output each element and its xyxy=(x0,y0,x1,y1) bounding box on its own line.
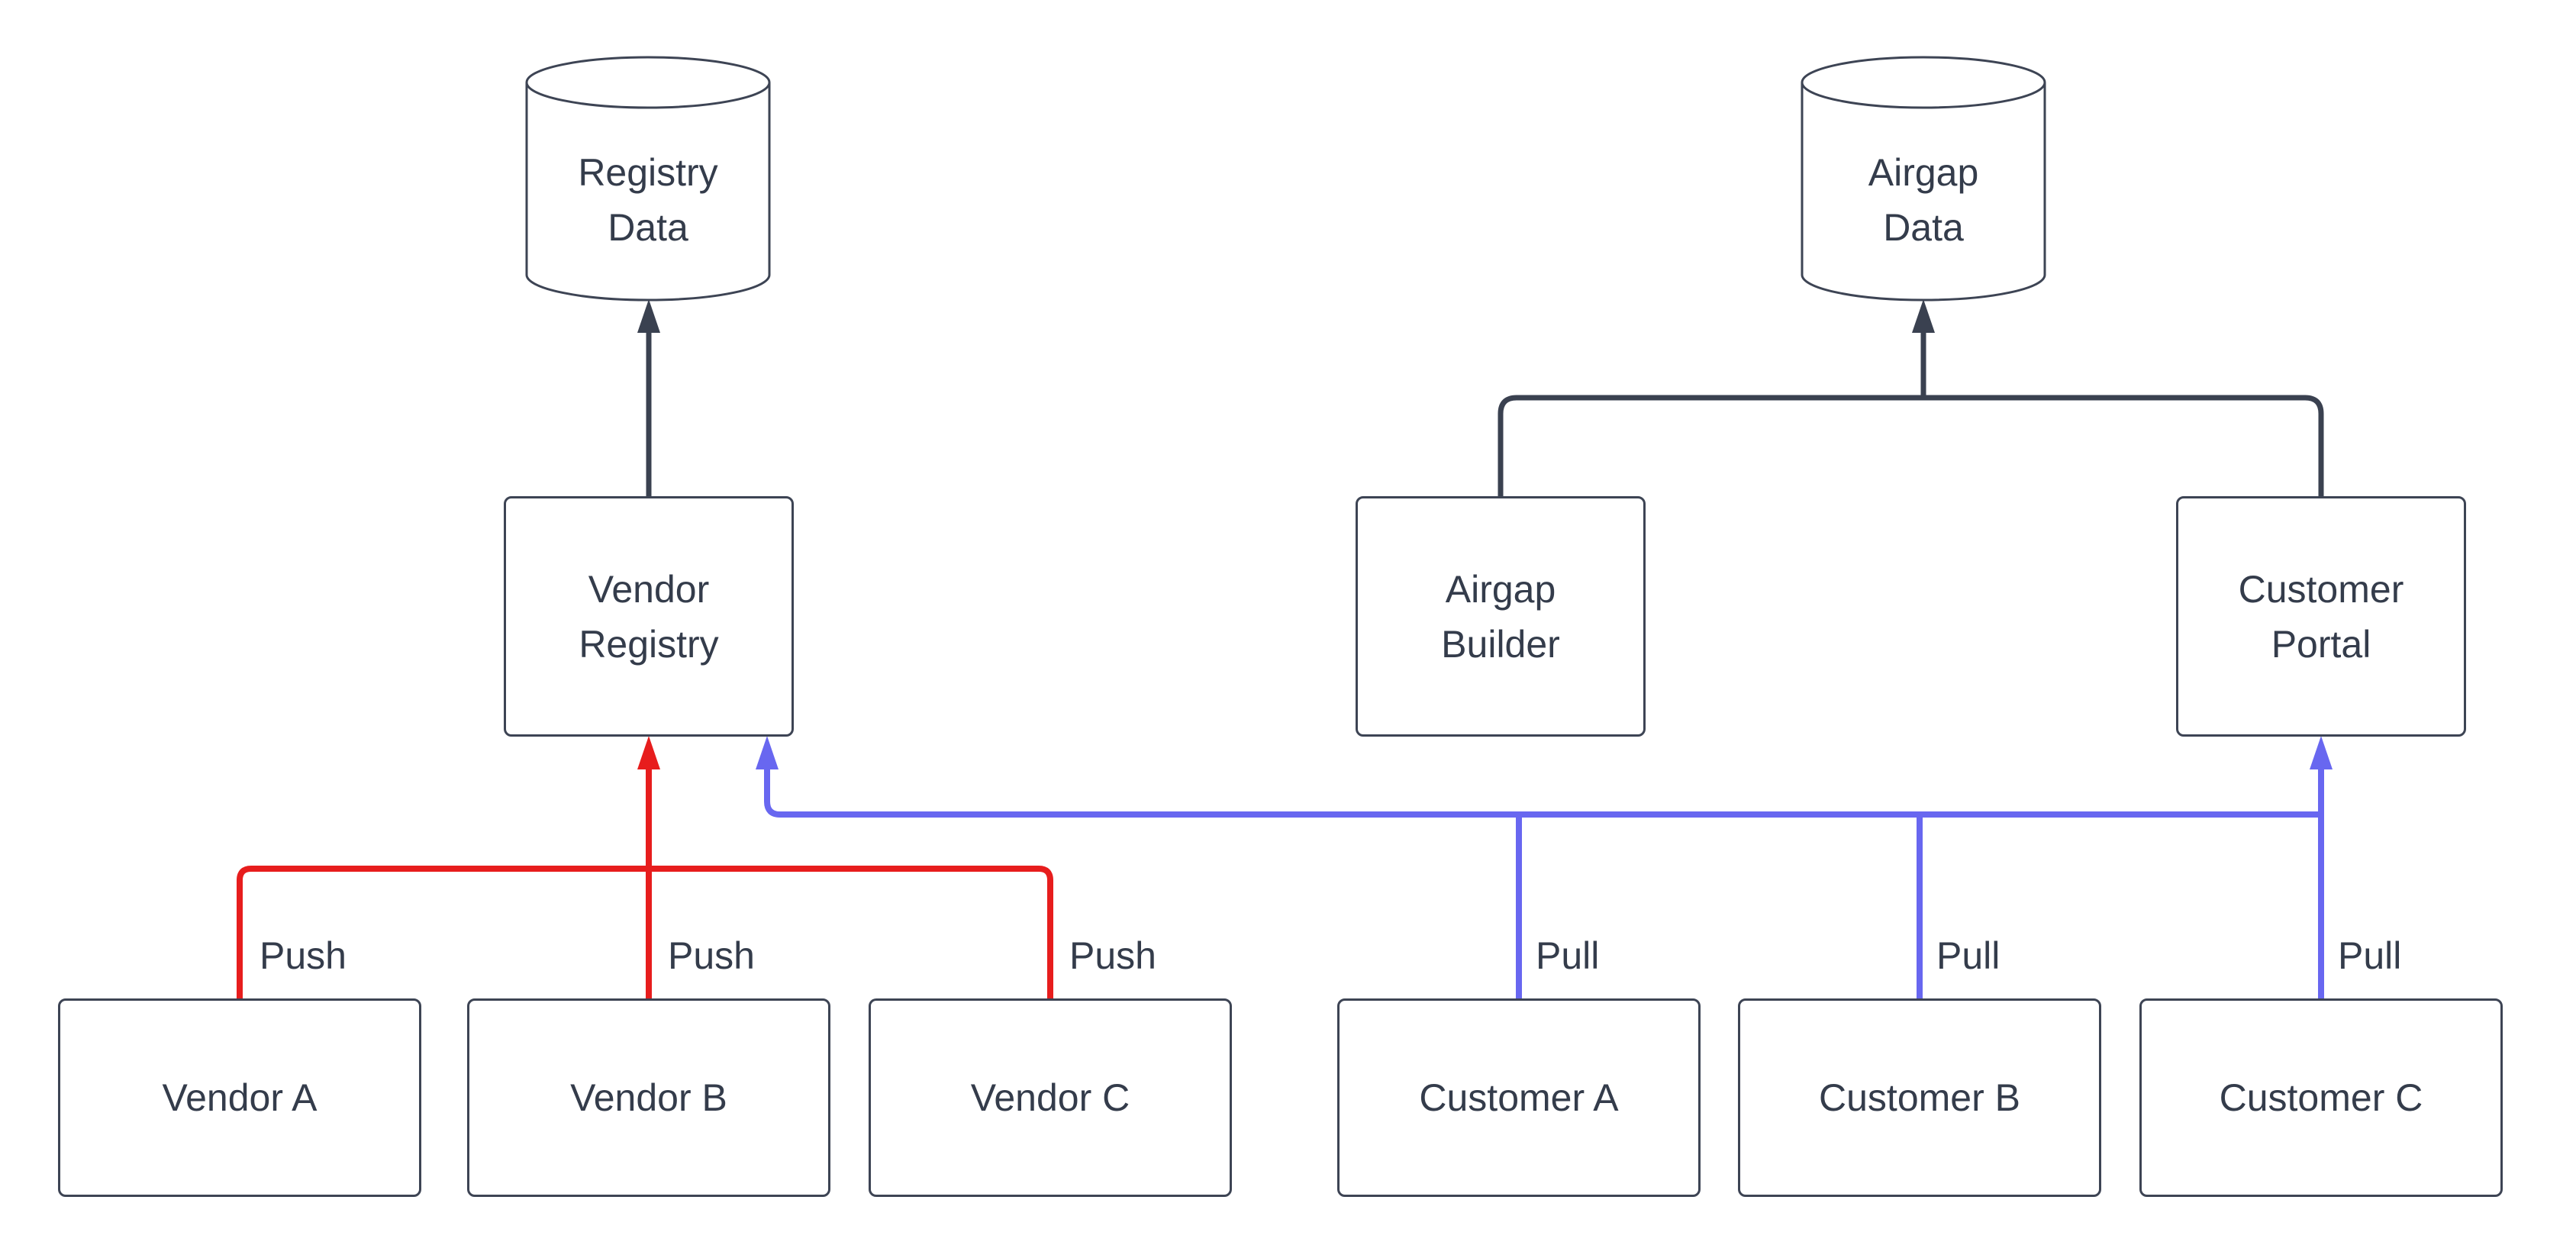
node-label-line: Customer C xyxy=(2219,1076,2423,1119)
cylinder-rim xyxy=(1801,82,2046,109)
node-airgap-builder: Airgap Builder xyxy=(1356,496,1646,737)
edge-arrowhead xyxy=(637,299,660,333)
node-label-line: Data xyxy=(608,206,688,249)
edge-label-pull-customer-a: Pull xyxy=(1536,934,1600,977)
edge-push-bus xyxy=(237,866,1053,998)
node-label-line: Airgap xyxy=(1445,567,1556,611)
node-customer-portal: Customer Portal xyxy=(2176,496,2466,737)
edge-label-push-vendor-b: Push xyxy=(668,934,755,977)
node-customer-b: Customer B xyxy=(1738,998,2101,1197)
edge-vendor-b-push-to-vendor-registry xyxy=(637,736,660,998)
edge-arrowhead xyxy=(1912,299,1935,333)
node-label-line: Portal xyxy=(2271,622,2371,666)
edge-label-push-vendor-a: Push xyxy=(260,934,347,977)
edge-line xyxy=(237,866,1053,998)
edge-builder-portal-to-airgap-data xyxy=(1498,299,2324,496)
edge-label-pull-customer-b: Pull xyxy=(1936,934,2001,977)
node-vendor-b: Vendor B xyxy=(467,998,830,1197)
cylinder-body xyxy=(1801,56,2046,302)
edge-line xyxy=(1498,395,2324,496)
node-label-line: Vendor B xyxy=(570,1076,727,1119)
node-label-line: Vendor A xyxy=(162,1076,318,1119)
edge-line xyxy=(764,766,2321,818)
node-label-line: Registry xyxy=(579,622,719,666)
node-vendor-registry: Vendor Registry xyxy=(504,496,794,737)
cylinder-body xyxy=(525,56,771,302)
node-customer-a: Customer A xyxy=(1337,998,1701,1197)
node-label-line: Customer xyxy=(2238,567,2404,611)
edge-arrowhead xyxy=(2310,736,2333,769)
node-label-line: Builder xyxy=(1441,622,1560,666)
edge-vendor-registry-to-registry-data xyxy=(637,299,660,496)
node-customer-c: Customer C xyxy=(2139,998,2503,1197)
edge-customer-c-pull-to-customer-portal xyxy=(2310,736,2333,998)
node-label-line: Data xyxy=(1883,206,1964,249)
edge-pull-bus xyxy=(756,736,2321,818)
node-label-line: Airgap xyxy=(1868,151,1979,194)
edge-arrowhead xyxy=(756,736,779,769)
node-vendor-c: Vendor C xyxy=(869,998,1232,1197)
cylinder-rim xyxy=(525,82,771,109)
node-shape-registry-data xyxy=(525,56,771,302)
edge-label-push-vendor-c: Push xyxy=(1069,934,1156,977)
node-shape-airgap-data xyxy=(1801,56,2046,302)
node-label-line: Customer B xyxy=(1819,1076,2020,1119)
node-airgap-data-label: Airgap Data xyxy=(1802,145,2045,255)
node-label-line: Customer A xyxy=(1419,1076,1619,1119)
node-label-line: Registry xyxy=(578,151,718,194)
node-label-line: Vendor C xyxy=(970,1076,1130,1119)
node-registry-data-label: Registry Data xyxy=(527,145,769,255)
node-label-line: Vendor xyxy=(588,567,710,611)
edge-label-pull-customer-c: Pull xyxy=(2338,934,2402,977)
node-vendor-a: Vendor A xyxy=(58,998,421,1197)
edge-arrowhead xyxy=(637,736,660,769)
